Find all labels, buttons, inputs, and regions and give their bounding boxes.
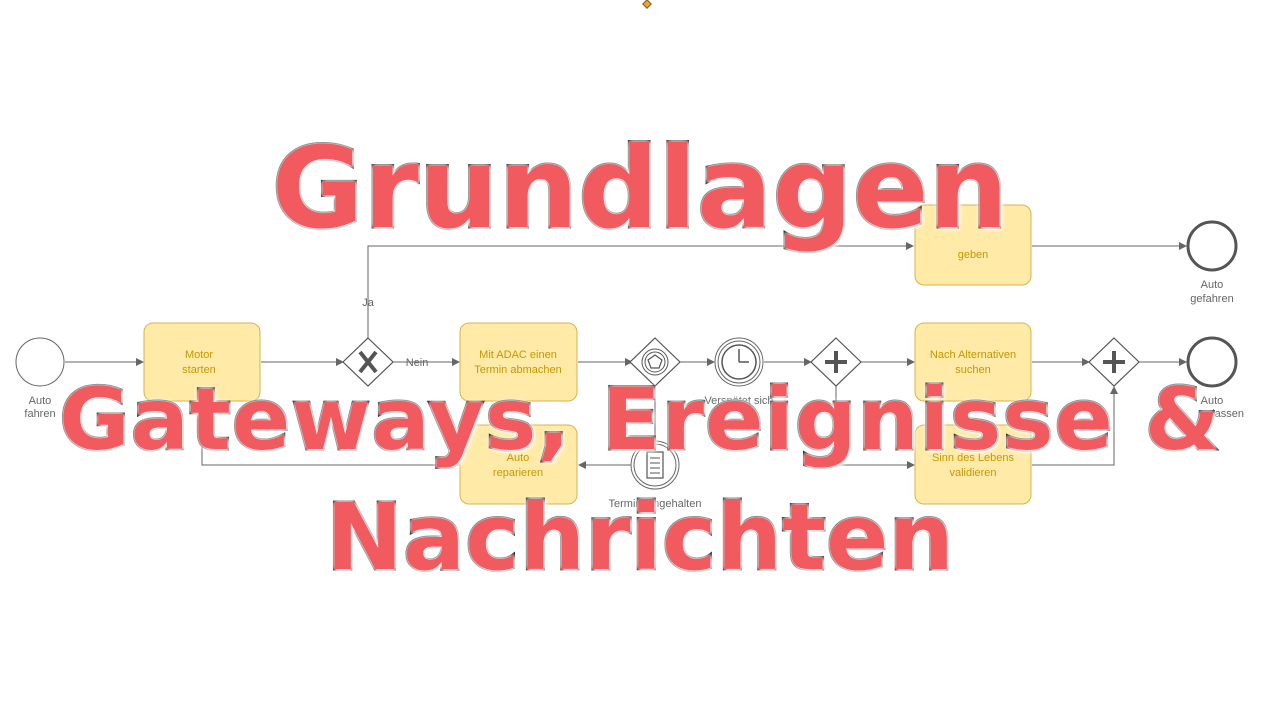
timer-clock-icon xyxy=(721,344,757,380)
sequence-flows xyxy=(65,242,1187,469)
message-event xyxy=(630,440,680,490)
task-adac-termin: Mit ADAC einen Termin abmachen xyxy=(459,322,578,402)
task-label: Auto xyxy=(507,452,530,464)
task-label: Termin abmachen xyxy=(474,364,561,376)
task-top-geben: geben xyxy=(914,204,1032,286)
task-label: suchen xyxy=(955,364,990,376)
title-line-1: Grundlagen xyxy=(270,124,1010,254)
flow-label-yes: Ja xyxy=(362,297,375,309)
event-based-gateway xyxy=(629,337,681,387)
task-sinn-des-lebens: Sinn des Lebens validieren xyxy=(914,424,1032,505)
task-alternativen-suchen: Nach Alternativen suchen xyxy=(914,322,1032,402)
timer-event xyxy=(714,337,764,387)
end-event-top-label: gefahren xyxy=(1190,293,1233,305)
task-label: Motor xyxy=(185,349,213,361)
timer-event-label: Verspätet sich xyxy=(704,395,773,407)
flow-label-no: Nein xyxy=(406,357,429,369)
end-event-mid xyxy=(1186,336,1238,388)
parallel-gateway-plus-icon xyxy=(1103,351,1125,373)
small-marker-icon xyxy=(642,0,652,9)
start-event-label: fahren xyxy=(24,408,55,420)
start-event xyxy=(15,337,65,387)
message-event-label: Termin eingehalten xyxy=(609,498,702,510)
task-label: validieren xyxy=(949,467,996,479)
parallel-gateway-split xyxy=(810,337,862,387)
end-event-top xyxy=(1186,220,1238,272)
task-label: starten xyxy=(182,364,216,376)
end-event-mid-label: gelassen xyxy=(1200,408,1244,420)
end-event-mid-label: Auto xyxy=(1201,395,1224,407)
title-line-2: Gateways, Ereignisse & xyxy=(58,370,1222,470)
task-label: Sinn des Lebens xyxy=(932,452,1014,464)
exclusive-gateway-x-icon xyxy=(358,350,378,374)
task-motor-starten: Motor starten xyxy=(143,322,261,402)
start-event-label: Auto xyxy=(29,395,52,407)
task-label: Nach Alternativen xyxy=(930,349,1016,361)
parallel-gateway-join xyxy=(1088,337,1140,387)
title-line-3: Nachrichten xyxy=(325,484,956,591)
message-document-icon xyxy=(646,451,664,479)
exclusive-gateway xyxy=(342,337,394,387)
task-label: reparieren xyxy=(493,467,543,479)
task-label: geben xyxy=(958,249,989,261)
end-event-top-label: Auto xyxy=(1201,279,1224,291)
event-based-gateway-pentagon-icon xyxy=(647,354,663,369)
task-auto-reparieren: Auto reparieren xyxy=(459,424,578,505)
task-label: Mit ADAC einen xyxy=(479,349,557,361)
parallel-gateway-plus-icon xyxy=(825,351,847,373)
